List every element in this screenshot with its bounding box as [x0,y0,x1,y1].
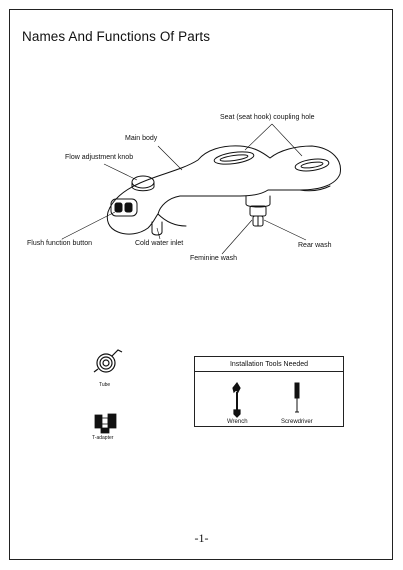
leader-flow-knob [103,163,138,181]
label-cold-inlet: Cold water inlet [135,240,184,247]
label-rear-wash: Rear wash [298,242,332,249]
page-title: Names And Functions Of Parts [22,29,211,44]
coupling-hole-left [213,151,255,165]
leader-seat-hook [244,123,273,151]
label-screwdriver: Screwdriver [281,419,313,425]
installation-tools-box: Installation Tools Needed Wrench Screwdr… [194,356,344,427]
leader-main-body [157,145,183,171]
leader-rear [263,219,307,241]
label-feminine-wash: Feminine wash [190,255,238,262]
leader-cold-inlet [156,227,161,240]
label-tube: Tube [99,382,111,388]
label-seat-hook: Seat (seat hook) coupling hole [220,114,315,121]
label-flush-button: Flush function button [27,240,92,247]
leader-feminine [221,219,253,255]
page-frame [9,9,393,560]
cold-water-inlet [151,221,163,236]
label-t-adapter: T-adapter [92,435,114,441]
tools-heading: Installation Tools Needed [195,357,343,372]
tube-icon [93,349,123,373]
t-adapter-icon [94,413,117,434]
label-wrench: Wrench [227,419,248,425]
screwdriver-icon [294,382,300,413]
coupling-hole-right [294,158,330,172]
main-body-side [106,211,159,235]
page-number: -1- [194,531,209,545]
main-body-outline [107,145,341,215]
label-main-body: Main body [125,135,158,142]
flush-panel [110,198,138,217]
nozzle-assembly [245,195,271,208]
leader-flush [61,211,116,240]
wrench-icon [232,381,241,418]
label-flow-knob: Flow adjustment knob [65,154,134,161]
